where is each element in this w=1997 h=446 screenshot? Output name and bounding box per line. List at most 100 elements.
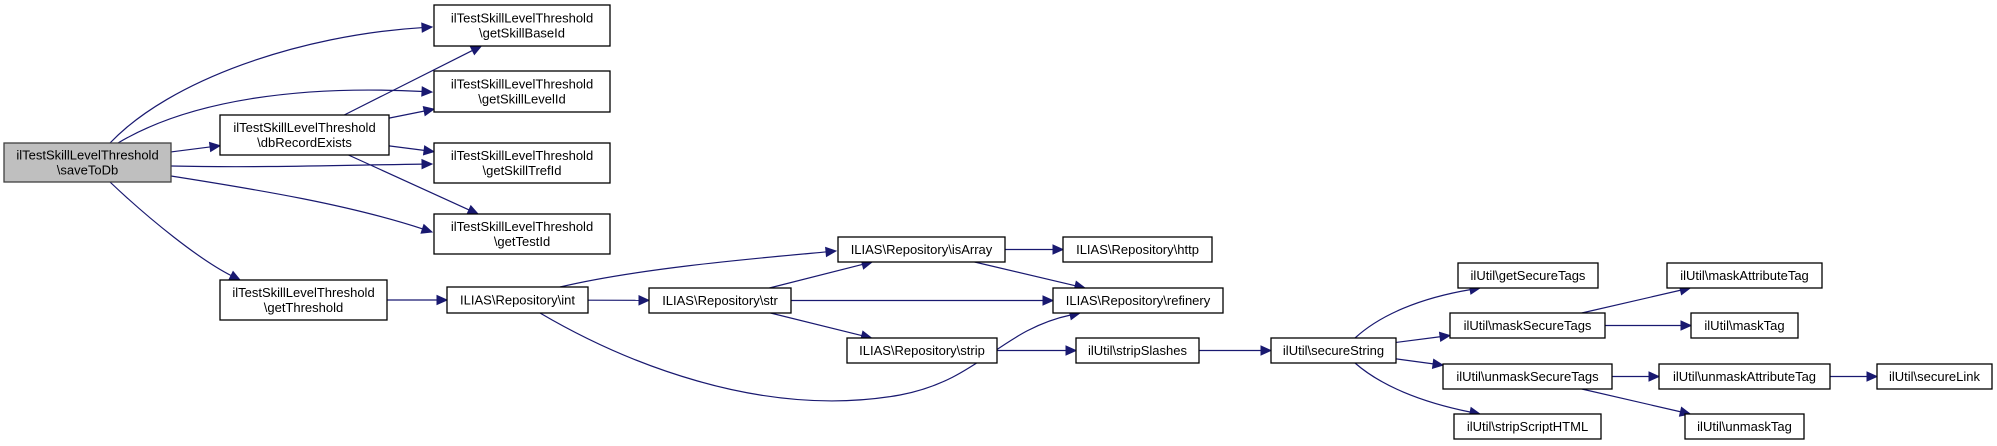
arrowhead-icon (422, 145, 436, 156)
node-refinery[interactable]: ILIAS\Repository\refinery (1052, 287, 1224, 314)
edge-unmaskSecureTags-to-unmaskAttributeTag (1612, 371, 1661, 382)
arrowhead-icon (1680, 320, 1693, 331)
node-label: \getSkillBaseId (479, 26, 565, 41)
node-getSkillBaseId[interactable]: ilTestSkillLevelThreshold\getSkillBaseId (433, 4, 611, 47)
edge-line (1581, 289, 1682, 314)
edge-saveToDb-to-getSkillBaseId (109, 22, 434, 144)
node-label: ilUtil\secureString (1283, 343, 1384, 358)
edge-line (974, 261, 1077, 287)
arrowhead-icon (421, 86, 434, 97)
node-label: ilTestSkillLevelThreshold (451, 148, 593, 163)
arrowhead-icon (1042, 295, 1055, 306)
node-unmaskAttributeTag[interactable]: ilUtil\unmaskAttributeTag (1658, 363, 1831, 390)
node-label: ilTestSkillLevelThreshold (16, 148, 158, 163)
arrowhead-icon (825, 246, 838, 258)
edge-line (170, 175, 424, 230)
edge-line (348, 154, 471, 211)
edge-saveToDb-to-getSkillLevelId (117, 86, 434, 144)
node-box (1075, 337, 1200, 364)
node-box (433, 4, 611, 47)
edge-isArray-to-refinery (974, 261, 1087, 291)
node-label: \getTestId (494, 234, 550, 249)
edge-saveToDb-to-getTestId (170, 175, 434, 234)
node-dbRecordExists[interactable]: ilTestSkillLevelThreshold\dbRecordExists (219, 114, 390, 156)
node-stripSlashes[interactable]: ilUtil\stripSlashes (1075, 337, 1200, 364)
node-getSkillTrefId[interactable]: ilTestSkillLevelThreshold\getSkillTrefId (433, 142, 611, 184)
node-box (1658, 363, 1831, 390)
node-box (3, 142, 172, 183)
node-box (1684, 413, 1805, 440)
node-label: ILIAS\Repository\str (662, 293, 778, 308)
edge-maskSecureTags-to-maskAttributeTag (1581, 285, 1692, 314)
node-unmaskTag[interactable]: ilUtil\unmaskTag (1684, 413, 1805, 440)
node-str[interactable]: ILIAS\Repository\str (648, 287, 792, 314)
node-getSecureTags[interactable]: ilUtil\getSecureTags (1457, 262, 1599, 289)
edge-line (770, 312, 863, 337)
edge-int-to-isArray (559, 246, 838, 288)
node-label: ilUtil\stripSlashes (1088, 343, 1187, 358)
node-label: ilUtil\getSecureTags (1471, 268, 1586, 283)
node-box (433, 213, 611, 255)
node-label: \dbRecordExists (257, 135, 352, 150)
arrowhead-icon (638, 295, 651, 306)
node-box (1270, 337, 1397, 364)
node-label: ilUtil\unmaskTag (1697, 419, 1792, 434)
arrowhead-icon (1648, 371, 1661, 382)
node-stripScriptHTML[interactable]: ilUtil\stripScriptHTML (1453, 413, 1602, 440)
node-isArray[interactable]: ILIAS\Repository\isArray (837, 236, 1006, 263)
edge-line (1354, 288, 1472, 339)
arrowhead-icon (466, 204, 480, 215)
node-box (1876, 363, 1993, 390)
node-box (1457, 262, 1599, 289)
node-getThreshold[interactable]: ilTestSkillLevelThreshold\getThreshold (219, 279, 388, 321)
edge-line (117, 89, 424, 144)
node-maskAttributeTag[interactable]: ilUtil\maskAttributeTag (1666, 262, 1823, 289)
node-unmaskSecureTags[interactable]: ilUtil\unmaskSecureTags (1442, 363, 1613, 390)
node-box (1062, 236, 1213, 263)
node-saveToDb[interactable]: ilTestSkillLevelThreshold\saveToDb (3, 142, 172, 183)
node-label: ilUtil\unmaskSecureTags (1456, 369, 1599, 384)
node-label: ilUtil\maskTag (1704, 318, 1784, 333)
node-box (837, 236, 1006, 263)
edge-saveToDb-to-dbRecordExists (170, 141, 222, 153)
node-maskTag[interactable]: ilUtil\maskTag (1690, 312, 1799, 339)
node-box (1052, 287, 1224, 314)
edge-unmaskAttributeTag-to-secureLink (1830, 371, 1879, 382)
node-getTestId[interactable]: ilTestSkillLevelThreshold\getTestId (433, 213, 611, 255)
node-label: ILIAS\Repository\http (1076, 242, 1199, 257)
edge-unmaskSecureTags-to-unmaskTag (1581, 388, 1692, 417)
node-box (1449, 312, 1606, 339)
node-box (1666, 262, 1823, 289)
edge-dbRecordExists-to-getSkillLevelId (388, 105, 436, 119)
node-secureLink[interactable]: ilUtil\secureLink (1876, 363, 1993, 390)
node-getSkillLevelId[interactable]: ilTestSkillLevelThreshold\getSkillLevelI… (433, 70, 611, 113)
node-box (1442, 363, 1613, 390)
node-strip[interactable]: ILIAS\Repository\strip (846, 337, 998, 364)
node-int[interactable]: ILIAS\Repository\int (446, 286, 589, 314)
edges-layer (109, 22, 1879, 418)
arrowhead-icon (1052, 244, 1065, 255)
node-label: ilTestSkillLevelThreshold (233, 120, 375, 135)
edge-line (1395, 336, 1442, 344)
node-box (1690, 312, 1799, 339)
node-maskSecureTags[interactable]: ilUtil\maskSecureTags (1449, 312, 1606, 339)
edge-str-to-isArray (769, 259, 874, 289)
edge-getThreshold-to-int (387, 294, 449, 306)
edge-str-to-strip (770, 312, 873, 341)
edge-line (1581, 388, 1682, 413)
node-secureString[interactable]: ilUtil\secureString (1270, 337, 1397, 364)
edge-strip-to-stripSlashes (997, 345, 1078, 356)
node-box (433, 70, 611, 113)
node-label: ilUtil\secureLink (1889, 369, 1981, 384)
arrowhead-icon (1866, 371, 1879, 382)
node-http[interactable]: ILIAS\Repository\http (1062, 236, 1213, 263)
edge-line (170, 146, 212, 153)
edge-line (769, 263, 864, 289)
arrowhead-icon (1260, 345, 1273, 356)
node-label: ilUtil\unmaskAttributeTag (1673, 369, 1816, 384)
edge-line (388, 145, 426, 152)
node-box (1453, 413, 1602, 440)
arrowhead-icon (1438, 331, 1452, 343)
edge-saveToDb-to-getThreshold (109, 181, 242, 281)
